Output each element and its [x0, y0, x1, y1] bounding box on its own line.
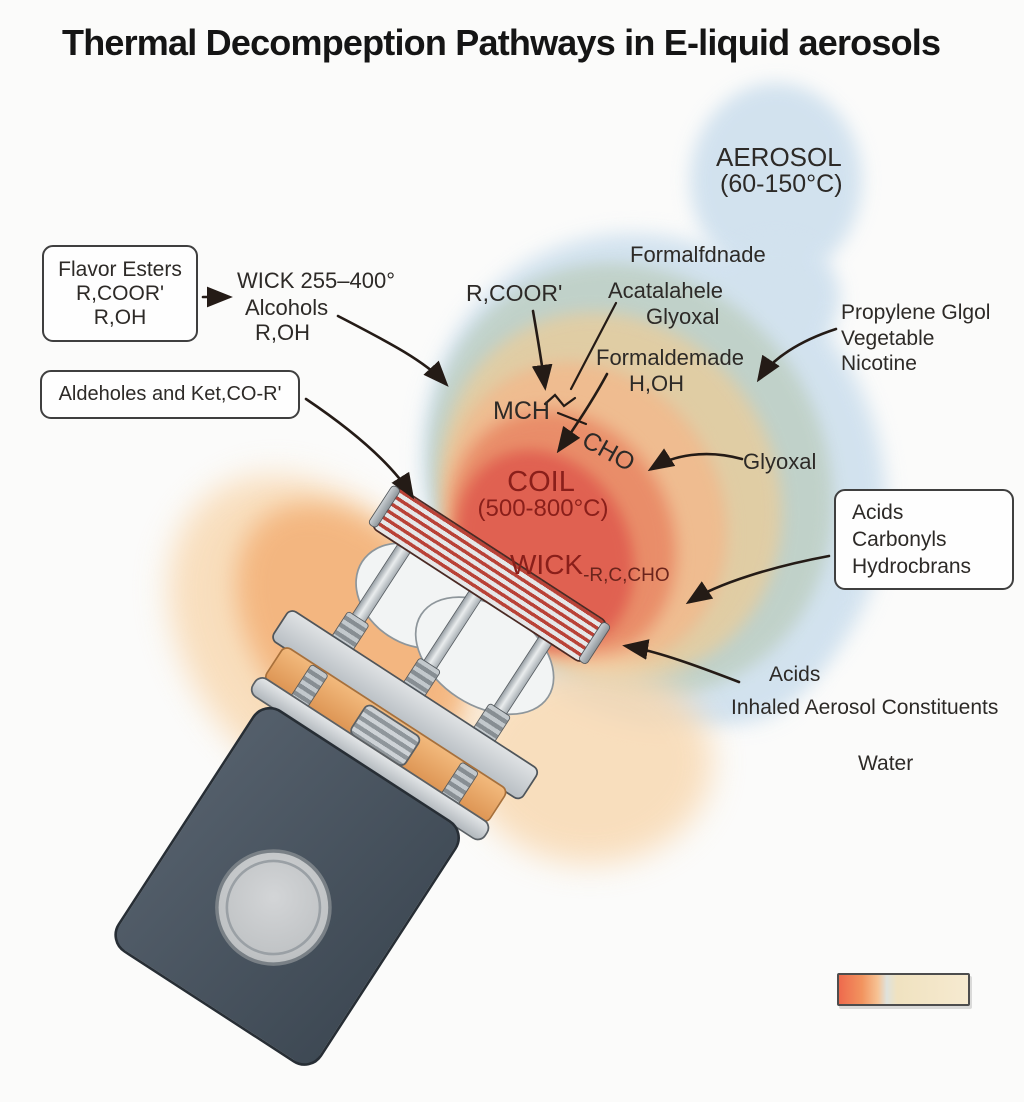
roh-label: R,OH — [255, 320, 310, 345]
flavor-line: R,COOR' — [75, 281, 164, 305]
acids-box: Acids Carbonyls Hydrocbrans — [834, 489, 1014, 590]
wick-word: WICK — [510, 549, 584, 580]
aldehydes-box: Aldeholes and Ket,CO-R' — [40, 370, 300, 419]
alcohols-label: Alcohols — [245, 295, 329, 320]
flavor-line: R,OH — [93, 305, 147, 329]
acids-label: Acids — [769, 663, 821, 686]
ester-label: R,COOR' — [466, 280, 563, 306]
wick-label: WICK-R,C,CHO — [510, 549, 670, 586]
temperature-legend — [837, 973, 970, 1006]
coil-temp-label: (500-800°C) — [477, 495, 609, 522]
propylene-label: Propylene Glgol — [841, 301, 991, 324]
vegetable-label: Vegetable — [841, 327, 935, 350]
formalfdnade-label: Formalfdnade — [630, 242, 766, 267]
flavor-line: Flavor Esters — [58, 257, 182, 281]
acids-box-line: Carbonyls — [852, 527, 947, 551]
acids-box-line: Hydrocbrans — [852, 554, 972, 578]
formaldemade-label: Formaldemade — [596, 345, 744, 370]
coil-label: COIL — [507, 466, 575, 498]
mch-label: MCH — [493, 397, 550, 425]
nicotine-label: Nicotine — [841, 352, 917, 375]
acids-box-line: Acids — [852, 500, 904, 524]
wick-zone-label: WICK 255–400° — [237, 268, 395, 293]
water-label: Water — [858, 752, 914, 775]
aerosol-label: AEROSOL — [716, 142, 842, 172]
inhaled-constituents-label: Inhaled Aerosol Constituents — [731, 696, 999, 719]
aldehydes-text: Aldeholes and Ket,CO-R' — [58, 383, 282, 405]
h2oh-label: H,OH — [629, 371, 684, 396]
acatalahele-label: Acatalahele — [608, 278, 723, 303]
aerosol-temp-label: (60-150°C) — [720, 170, 843, 198]
glyoxal-center-label: Glyoxal — [646, 304, 720, 329]
diagram-canvas: Thermal Decompeption Pathways in E-liqui… — [0, 0, 1024, 1024]
flavor-esters-box: Flavor Esters R,COOR' R,OH — [42, 245, 198, 342]
page-title: Thermal Decompeption Pathways in E-liqui… — [62, 22, 941, 63]
glyoxal-right-label: Glyoxal — [743, 449, 817, 474]
wick-subscript: -R,C,CHO — [583, 565, 670, 586]
